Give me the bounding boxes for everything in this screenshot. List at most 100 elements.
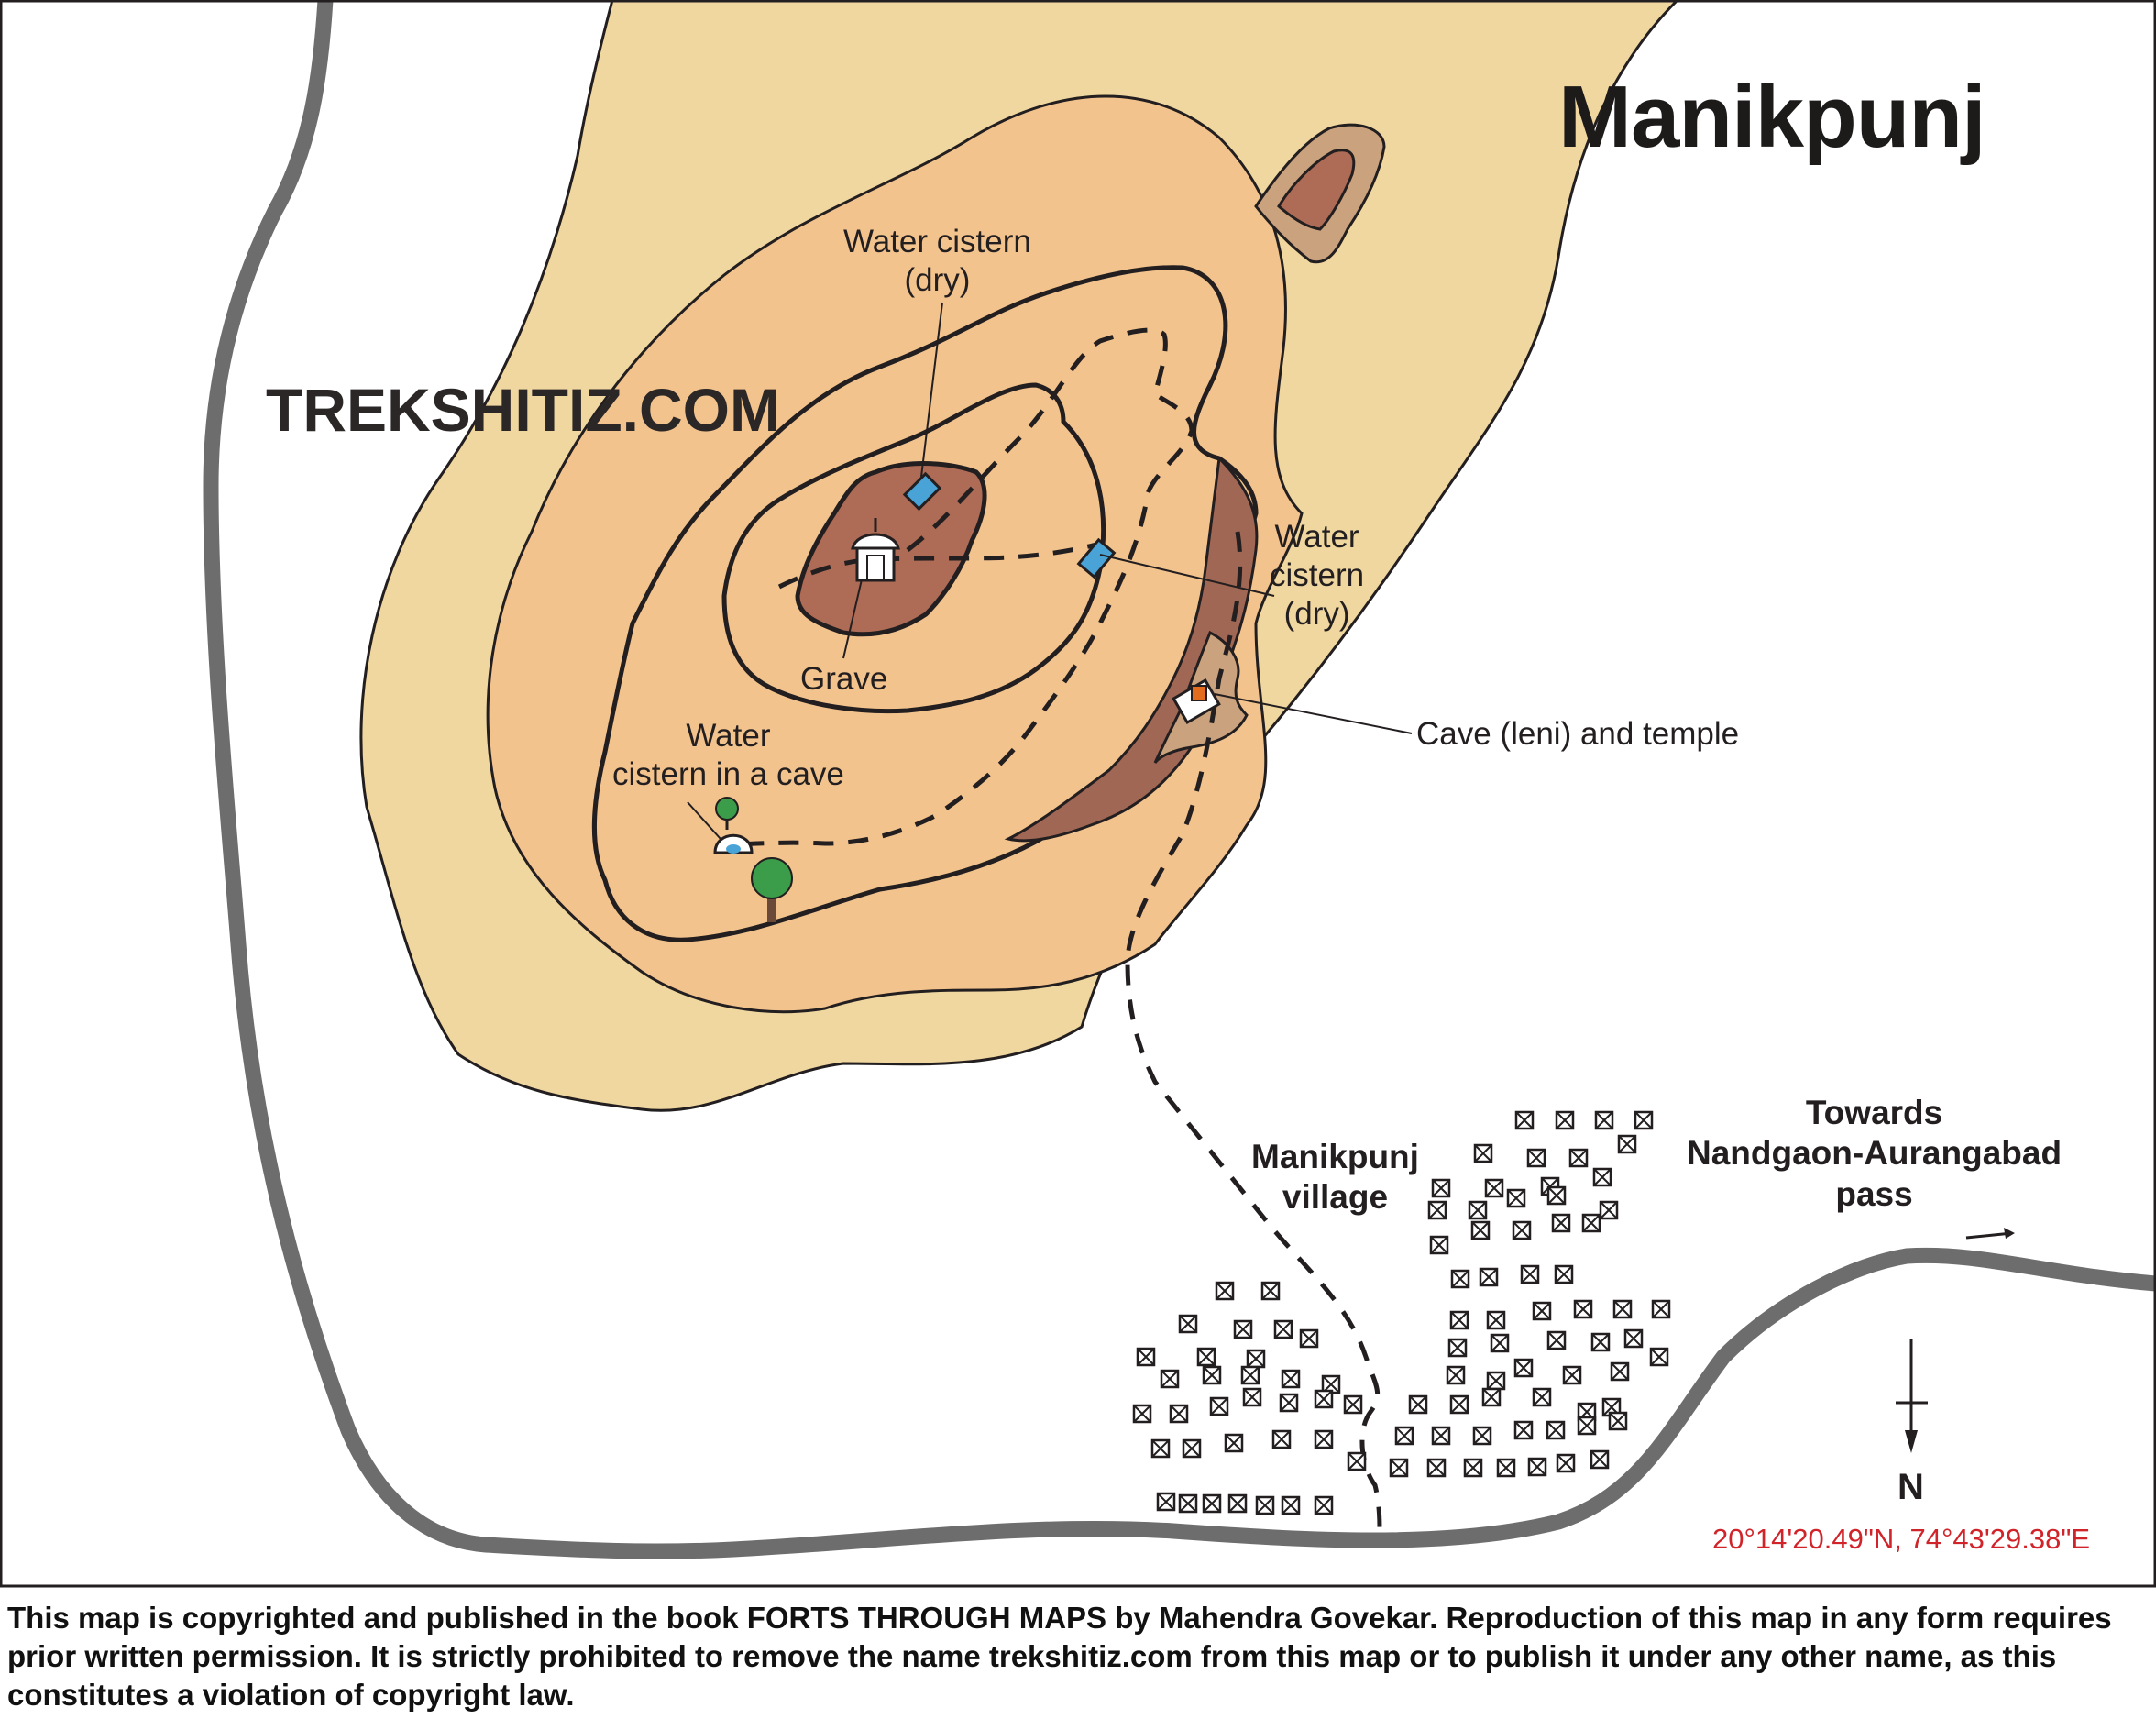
house-icon [1513, 1358, 1534, 1378]
house-icon [1514, 1110, 1534, 1130]
village-houses [1132, 1110, 1671, 1515]
house-icon [1573, 1299, 1593, 1319]
label-direction-line2: Nandgaon-Aurangabad [1687, 1134, 2062, 1173]
house-icon [1314, 1429, 1334, 1449]
label-direction-line3: pass [1835, 1174, 1913, 1213]
label-water-cistern-top: Water cistern (dry) [843, 223, 1031, 300]
contour-line-inner [721, 382, 1106, 714]
house-icon [1526, 1148, 1546, 1168]
house-icon [1389, 1458, 1409, 1478]
house-icon [1590, 1449, 1610, 1470]
house-icon [1486, 1371, 1506, 1391]
house-icon [1590, 1332, 1611, 1352]
house-icon [1634, 1110, 1654, 1130]
house-icon [1202, 1365, 1222, 1385]
house-icon [1594, 1110, 1614, 1130]
label-cave-temple: Cave (leni) and temple [1416, 716, 1740, 752]
house-icon [1472, 1426, 1492, 1446]
house-icon [1532, 1387, 1552, 1407]
house-icon [1314, 1389, 1334, 1409]
house-icon [1281, 1369, 1301, 1389]
house-icon [1649, 1347, 1669, 1367]
house-icon [1314, 1495, 1334, 1515]
house-icon [1506, 1188, 1526, 1208]
house-icon [1246, 1349, 1266, 1369]
house-icon [1281, 1495, 1301, 1515]
house-icon [1273, 1319, 1293, 1339]
house-icon [1486, 1310, 1506, 1330]
house-icon [1215, 1281, 1235, 1301]
house-icon [1555, 1110, 1575, 1130]
house-icon [1512, 1220, 1532, 1240]
house-icon [1279, 1393, 1299, 1413]
house-icon [1623, 1328, 1644, 1349]
label-direction: Towards Nandgaon-Aurangabad pass [1687, 1093, 2062, 1215]
house-icon [1347, 1451, 1367, 1471]
house-icon [1450, 1269, 1470, 1289]
north-label: N [1898, 1467, 1924, 1507]
grave-icon [851, 518, 900, 582]
house-icon [1473, 1143, 1493, 1163]
house-icon [1426, 1458, 1446, 1478]
house-icon [1463, 1458, 1483, 1478]
label-water-cistern-right-line2: cistern [1270, 557, 1365, 593]
house-icon [1447, 1338, 1468, 1358]
map-frame: Manikpunj TREKSHITIZ.COM Water cistern (… [0, 0, 2156, 1588]
house-icon [1610, 1361, 1630, 1382]
house-icon [1150, 1438, 1171, 1459]
house-icon [1427, 1200, 1447, 1220]
house-icon [1592, 1167, 1612, 1187]
house-icon [1651, 1299, 1671, 1319]
house-icon [1546, 1185, 1567, 1206]
label-water-cistern-top-line1: Water cistern [843, 224, 1031, 259]
watermark: TREKSHITIZ.COM [266, 376, 780, 444]
house-icon [1551, 1213, 1571, 1233]
house-icon [1132, 1404, 1152, 1424]
house-icon [1136, 1347, 1156, 1367]
label-water-cistern-right: Water cistern (dry) [1270, 518, 1364, 634]
house-icon [1178, 1314, 1198, 1334]
house-icon [1224, 1433, 1244, 1453]
house-icon [1577, 1416, 1597, 1436]
label-village: Manikpunj village [1251, 1137, 1419, 1218]
house-icon [1568, 1148, 1589, 1168]
leader-lines [687, 302, 1413, 840]
house-icon [1554, 1264, 1574, 1284]
house-icon [1608, 1411, 1628, 1431]
house-icon [1449, 1394, 1469, 1415]
label-village-line1: Manikpunj [1251, 1138, 1419, 1175]
label-water-cistern-cave-line1: Water [686, 718, 771, 754]
house-icon [1599, 1200, 1619, 1220]
house-icon [1178, 1493, 1198, 1514]
cave-temple-icon [1172, 678, 1221, 725]
house-icon [1479, 1267, 1499, 1287]
fort-map [0, 0, 2156, 1588]
house-icon [1481, 1387, 1502, 1407]
house-icon [1156, 1492, 1176, 1512]
house-icon [1209, 1396, 1229, 1416]
house-icon [1484, 1178, 1504, 1198]
house-icon [1240, 1365, 1260, 1385]
house-icon [1446, 1365, 1466, 1385]
house-icon [1490, 1333, 1510, 1353]
house-icon [1617, 1134, 1637, 1154]
cave-cistern-icon [713, 797, 754, 854]
house-icon [1227, 1493, 1248, 1514]
house-icon [1496, 1458, 1516, 1478]
label-direction-line1: Towards [1805, 1094, 1943, 1131]
house-icon [1468, 1200, 1488, 1220]
house-icon [1513, 1420, 1534, 1440]
house-icon [1394, 1426, 1414, 1446]
house-icon [1271, 1429, 1292, 1449]
trails [723, 327, 1382, 1532]
house-icon [1431, 1426, 1451, 1446]
house-icon [1612, 1299, 1633, 1319]
water-cistern-icon [902, 471, 942, 512]
house-icon [1527, 1457, 1547, 1477]
house-icon [1169, 1404, 1189, 1424]
label-water-cistern-cave: Water cistern in a cave [612, 717, 844, 794]
house-icon [1581, 1213, 1601, 1233]
contour-line-outer [592, 265, 1259, 942]
house-icon [1242, 1387, 1262, 1407]
map-title: Manikpunj [1558, 68, 1986, 166]
